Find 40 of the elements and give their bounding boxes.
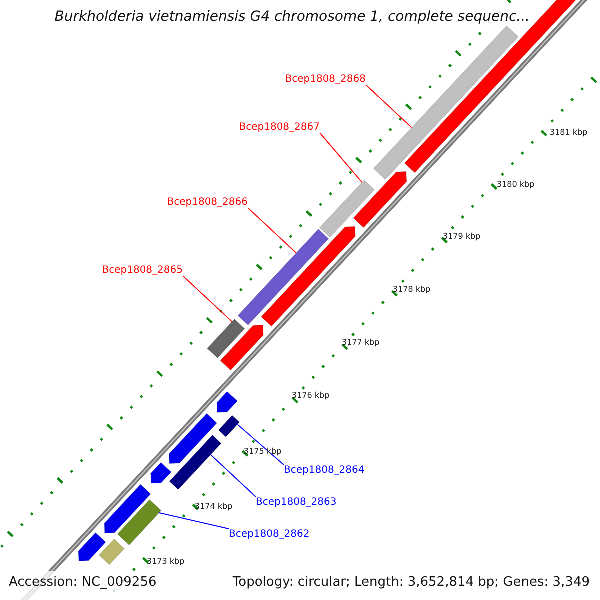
sequence-info: Topology: circular; Length: 3,652,814 bp; Genes: 3,349 (232, 575, 590, 590)
leader-line (320, 132, 363, 184)
gene-bar (98, 538, 126, 566)
gene-label: Bcep1808_2865 (102, 265, 183, 276)
leader-line (210, 454, 256, 498)
tick-label: 3177 kbp (342, 338, 380, 347)
gene-label: Bcep1808_2867 (239, 122, 320, 133)
gene-arrow-shape (353, 172, 408, 228)
gene-arrow-shape (220, 325, 264, 371)
leader-line (158, 512, 230, 530)
gene-label: Bcep1808_2866 (167, 197, 248, 208)
gene-arrow-shape (150, 462, 172, 484)
gene-bar (373, 26, 519, 180)
gene-arrow-shape (169, 413, 218, 464)
accession-text: Accession: NC_009256 (9, 575, 157, 590)
gene-bar (206, 318, 246, 359)
gene-label: Bcep1808_2862 (229, 529, 310, 540)
leader-line (366, 84, 412, 128)
tick-label: 3174 kbp (195, 502, 233, 511)
gene-arrow-shape (104, 484, 152, 534)
gene-arrow-shape (261, 226, 356, 327)
tick-label: 3180 kbp (497, 180, 535, 189)
leader-line (248, 208, 297, 254)
gene-label: Bcep1808_2863 (256, 497, 337, 508)
leader-line (237, 424, 284, 466)
tick-label: 3176 kbp (292, 391, 330, 400)
gene-bar (319, 180, 375, 238)
tick-label: 3173 kbp (147, 557, 185, 566)
tick-label: 3178 kbp (393, 285, 431, 294)
tick-label: 3181 kbp (550, 128, 588, 137)
gene-label: Bcep1808_2868 (285, 74, 366, 85)
tick-label: 3175 kbp (244, 447, 282, 456)
gene-arrow-shape (216, 391, 238, 413)
gene-bar (238, 228, 330, 326)
gene-bar (169, 434, 222, 490)
gene-arrow-shape (78, 532, 106, 562)
gene-label: Bcep1808_2864 (284, 465, 365, 476)
tick-label: 3179 kbp (443, 232, 481, 241)
leader-line (182, 276, 233, 322)
gene-bar (117, 499, 162, 546)
